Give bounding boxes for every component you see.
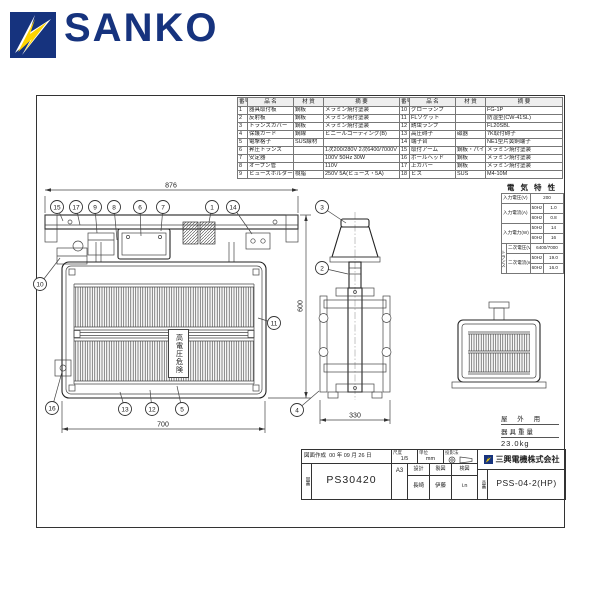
model-number-label: 品番 [478,470,488,499]
weight-label: 器具重量 [501,424,559,437]
created-date-cell: 図面作成 00 年 09 月 26 日 [302,450,392,464]
paper-size: A3 [392,464,408,499]
parts-row: 3 トランスカバー 鋼板 メラミン焼付塗装 12 誘虫ランプ FL20SBL [237,122,563,131]
parts-row: 7 安定器 100V 50Hz 30W 16 ポールヘッド 鋼板 メラミン焼付塗… [237,154,563,163]
company-cell: 三興電機株式会社 [478,450,565,470]
company-name: 三興電機株式会社 [495,455,560,464]
parts-row: 9 ヒューズホルダー 樹脂 250V 5A(ヒューズ・5A) 18 ビス SUS… [237,170,563,179]
unit-cell: 単位 mm [418,450,444,464]
outdoor-use-label: 屋 外 用 [501,416,545,423]
brand-name: SANKO [64,6,219,50]
scale-cell: 尺度 1/5 [392,450,418,464]
parts-header-row: 番号 品 名 材 質 摘 要 番号 品 名 材 質 摘 要 [237,97,563,107]
projection-symbol-icon [448,456,472,463]
electric-characteristics-title: 電 気 特 性 [506,183,558,192]
title-block: 図面作成 00 年 09 月 26 日 尺度 1/5 単位 mm 投影法 [301,449,566,500]
drawing-number-label: 図番 [302,464,312,499]
model-number: PSS-04-2(HP) [496,478,557,488]
company-logo-icon [483,455,493,464]
draft-cell: 製図 伊藤 [430,464,452,499]
parts-row: 2 反射板 鋼板 メラミン焼付塗装 11 FLソケット 防湿型(CW-41SL) [237,114,563,123]
design-cell: 設計 長崎 [408,464,430,499]
weight-note: 屋 外 用 器具重量 23.0kg [501,412,559,450]
parts-row: 4 保護ガード 鋼線 ビニールコーティング(B) 13 高圧碍子 磁器 7K取付… [237,130,563,139]
high-voltage-warning-label: 高電圧危険 [168,329,189,378]
sheet-frame: 番号 品 名 材 質 摘 要 番号 品 名 材 質 摘 要 1 器具取付板 鋼板… [36,95,566,528]
drawing-number: PS30420 [312,464,392,499]
sanko-logo-icon [10,12,56,58]
parts-row: 8 オープン管 110V 17 上カバー 鋼板 メラミン焼付塗装 [237,162,563,171]
projection-cell: 投影法 [444,450,478,464]
parts-table: 番号 品 名 材 質 摘 要 番号 品 名 材 質 摘 要 1 器具取付板 鋼板… [237,97,563,179]
check-cell: 検図 i.n [452,464,478,499]
parts-row: 6 昇圧トランス 1次200/280V 2次6400/7000V 15 取付アー… [237,146,563,155]
parts-row: 5 電撃格子 SUS線材 14 端子台 NE1型片黄銅端子 [237,138,563,147]
parts-row: 1 器具取付板 鋼板 メラミン焼付塗装 10 グローランプ FG-1P [237,106,563,115]
electric-characteristics-table: 入力電圧(V) 200 入力電流(A) 50Hz 1.0 60Hz 0.8 入力… [501,193,565,274]
